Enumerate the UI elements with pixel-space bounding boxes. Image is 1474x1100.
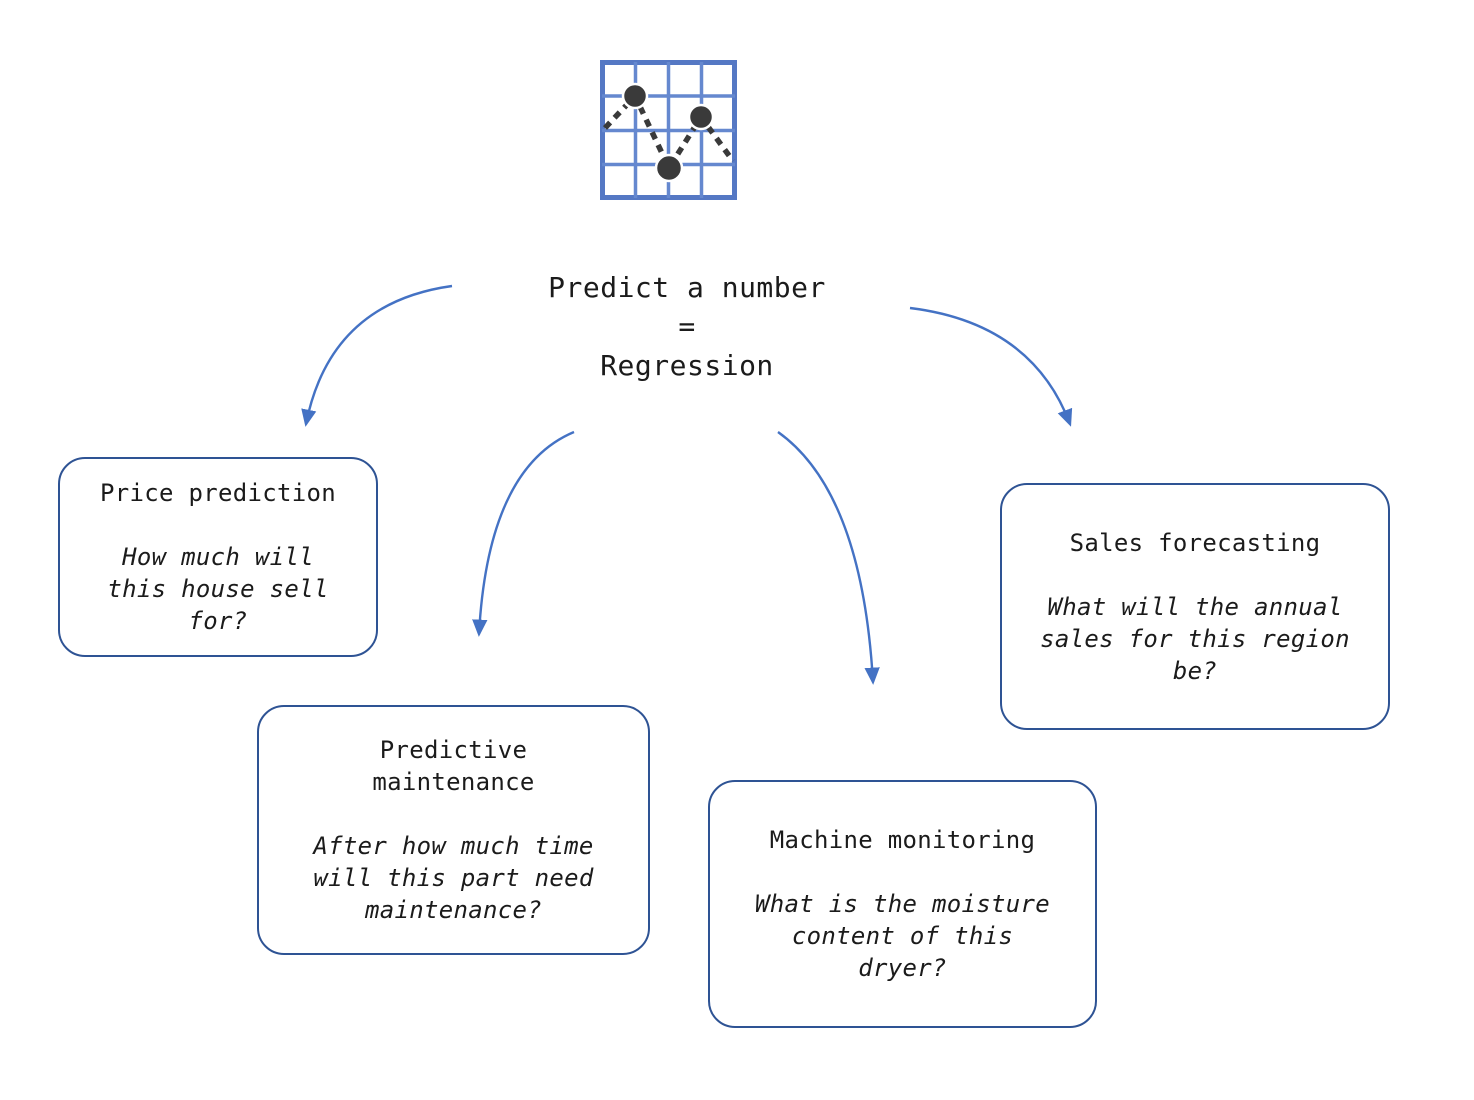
node-heading: Predictive maintenance [372, 736, 535, 796]
arrow-to-price-prediction [301, 284, 453, 427]
node-heading: Sales forecasting [1069, 528, 1321, 557]
node-question: After how much time will this part need … [313, 832, 594, 924]
line-chart-icon [600, 60, 737, 200]
node-sales-forecasting: Sales forecasting What will the annual s… [1000, 483, 1390, 730]
node-machine-monitoring: Machine monitoring What is the moisture … [708, 780, 1097, 1028]
node-question: How much will this house sell for? [107, 543, 329, 635]
node-heading: Price prediction [100, 479, 336, 507]
arrow-to-machine-monitoring [777, 431, 880, 685]
arrow-to-sales-forecasting [909, 306, 1073, 427]
diagram-title: Predict a number = Regression [548, 271, 826, 382]
arrow-to-predictive-maintenance [472, 430, 575, 637]
node-question: What will the annual sales for this regi… [1040, 592, 1350, 685]
node-price-prediction: Price prediction How much will this hous… [58, 457, 378, 657]
node-predictive-maintenance: Predictive maintenance After how much ti… [257, 705, 650, 955]
node-question: What is the moisture content of this dry… [755, 890, 1050, 982]
node-heading: Machine monitoring [769, 826, 1036, 854]
